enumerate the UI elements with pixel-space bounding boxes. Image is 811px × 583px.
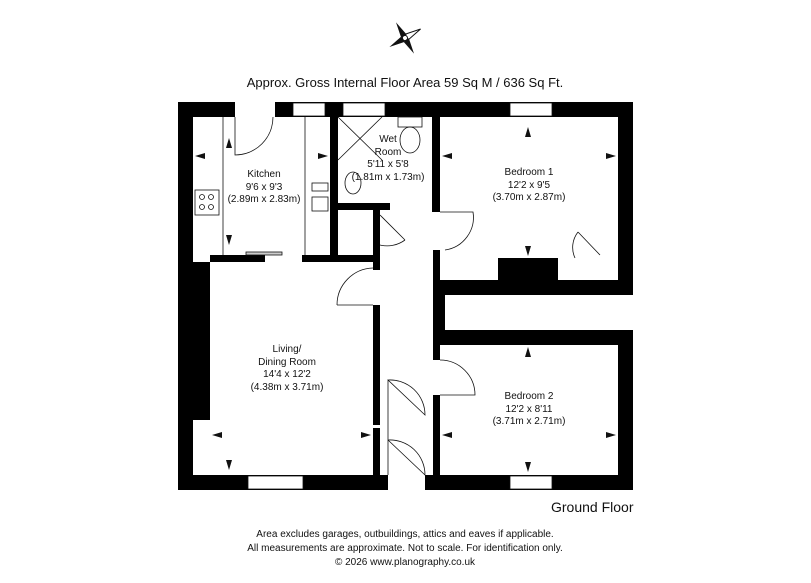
room-name: Bedroom 1 [504,167,554,178]
footer-disclaimer: Area excludes garages, outbuildings, att… [247,528,563,570]
room-imperial: 12'2 x 9'5 [507,179,551,191]
room-name: Kitchen [247,169,281,180]
room-metric: (4.38m x 3.71m) [250,381,324,393]
room-label-bedroom-1: Bedroom 1 12'2 x 9'5 (3.70m x 2.87m) [493,167,566,205]
room-name: Room [374,146,402,158]
room-imperial: 14'4 x 12'2 [263,369,311,380]
room-metric: (3.70m x 2.87m) [492,192,566,203]
room-metric: (1.81m x 1.73m) [351,171,425,183]
room-label-kitchen: Kitchen 9'6 x 9'3 (2.89m x 2.83m) [228,169,301,207]
room-label-wet-room: Wet Room 5'11 x 5'8 (1.81m x 1.73m) [352,134,425,184]
room-name: Bedroom 2 [504,391,554,402]
floor-label: Ground Floor [551,499,634,515]
footer-copyright: © 2026 www.planography.co.uk [334,557,476,568]
room-name: Living/ [272,344,302,355]
room-metric: (3.71m x 2.71m) [492,416,566,427]
room-name: Dining Room [258,356,316,368]
floor-area-title: Approx. Gross Internal Floor Area 59 Sq … [246,75,564,90]
fixtures [194,116,601,476]
room-imperial: 9'6 x 9'3 [245,181,283,193]
dimension-arrows [195,127,616,472]
room-metric: (2.89m x 2.83m) [227,194,301,205]
room-label-living-dining: Living/ Dining Room 14'4 x 12'2 (4.38m x… [251,344,324,394]
room-name: Wet [379,134,397,145]
room-label-bedroom-2: Bedroom 2 12'2 x 8'11 (3.71m x 2.71m) [493,391,566,429]
room-imperial: 5'11 x 5'8 [367,159,409,170]
windows [247,102,553,490]
footer-line: Area excludes garages, outbuildings, att… [256,529,554,540]
footer-line: All measurements are approximate. Not to… [247,543,563,554]
compass-rose-icon [389,22,421,54]
room-imperial: 12'2 x 8'11 [505,403,553,415]
